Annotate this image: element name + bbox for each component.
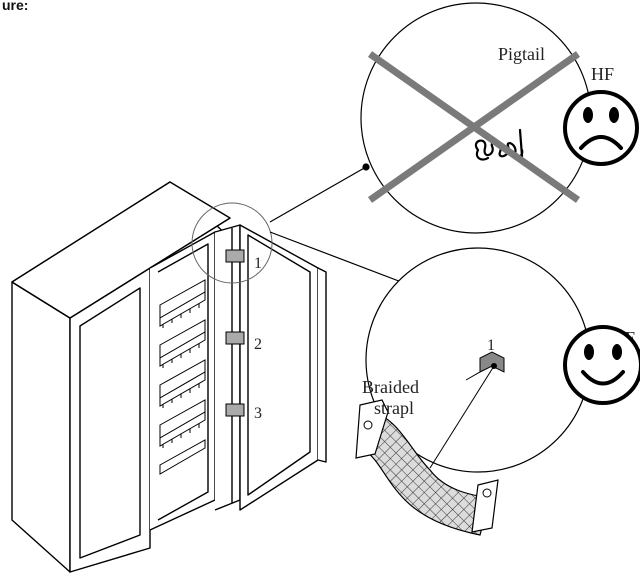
pigtail-detail: Pigtail HF	[360, 2, 614, 234]
happy-face-icon	[563, 325, 640, 405]
caption-fragment: ure:	[2, 0, 28, 13]
hinge-3	[225, 403, 245, 417]
cabinet	[11, 181, 241, 573]
equipment-rack	[159, 279, 206, 475]
strap-end-plate-left	[355, 399, 389, 459]
hinge-number-2: 2	[254, 336, 262, 353]
strap-label: strapl	[374, 398, 414, 418]
bracket-shape	[465, 351, 505, 381]
detail-callout-circle	[191, 202, 273, 284]
strap-number: 1	[487, 337, 495, 354]
hinges	[225, 249, 245, 417]
braided-strap-detail: 1 Braided strapl LF-HF	[355, 247, 635, 536]
hf-label: HF	[591, 64, 614, 84]
braided-strap	[361, 409, 491, 536]
hinge-number-1: 1	[254, 255, 262, 272]
strap-end-plate-right	[471, 479, 499, 533]
open-door	[239, 224, 327, 511]
hinge-number-3: 3	[254, 405, 262, 422]
hinge-1	[225, 249, 245, 263]
braided-label: Braided	[362, 377, 419, 397]
cross-stroke-2	[367, 51, 581, 203]
pigtail-label: Pigtail	[498, 44, 545, 64]
sad-face-icon	[563, 90, 639, 166]
hinge-2	[225, 331, 245, 345]
